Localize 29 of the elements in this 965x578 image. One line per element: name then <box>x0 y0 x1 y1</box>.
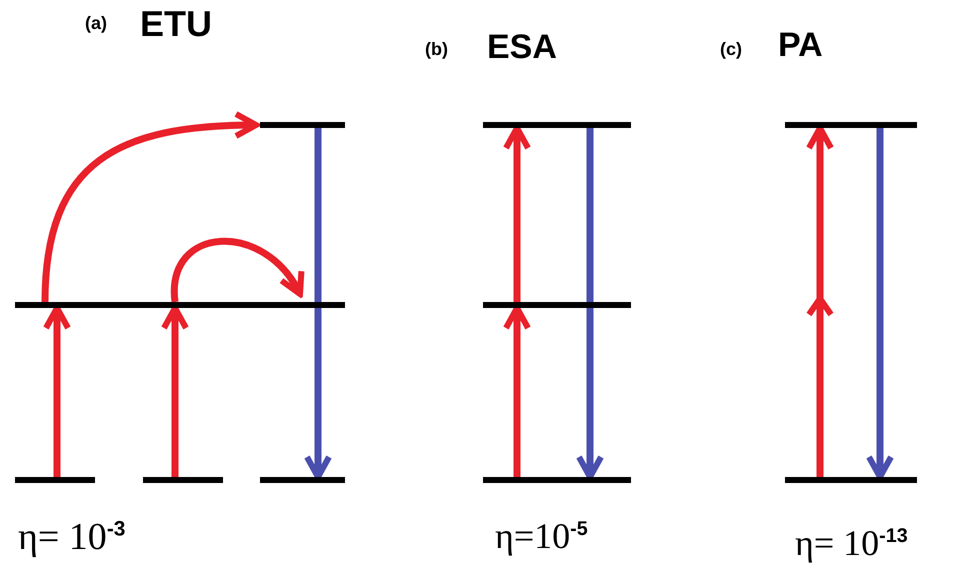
energy-level <box>785 477 917 483</box>
panel-label: (a) <box>85 14 107 32</box>
arrow <box>171 238 304 302</box>
efficiency-label: η= 10$^{-13}$ <box>795 525 908 561</box>
panel-label: PA <box>778 28 823 62</box>
arrow <box>866 128 894 480</box>
arrow <box>503 125 531 302</box>
energy-level <box>15 477 95 483</box>
arrow <box>42 111 259 302</box>
panel-label: (c) <box>720 40 742 58</box>
efficiency-label: η= 10$^{-3}$ <box>18 518 126 556</box>
energy-level <box>483 122 631 128</box>
energy-level <box>260 122 345 128</box>
arrow <box>161 305 189 477</box>
efficiency-label: η=10$^{-5}$ <box>495 518 588 554</box>
arrow <box>806 128 834 477</box>
energy-level <box>785 122 917 128</box>
energy-level <box>143 477 223 483</box>
energy-level <box>483 302 631 308</box>
arrow <box>576 128 604 480</box>
arrow <box>503 305 531 477</box>
energy-level <box>15 302 345 308</box>
arrow <box>43 305 71 477</box>
panel-label: ESA <box>487 30 557 64</box>
arrow <box>304 128 332 480</box>
energy-level <box>260 477 345 483</box>
energy-level <box>483 477 631 483</box>
panel-label: ETU <box>140 6 212 42</box>
panel-label: (b) <box>425 40 448 58</box>
